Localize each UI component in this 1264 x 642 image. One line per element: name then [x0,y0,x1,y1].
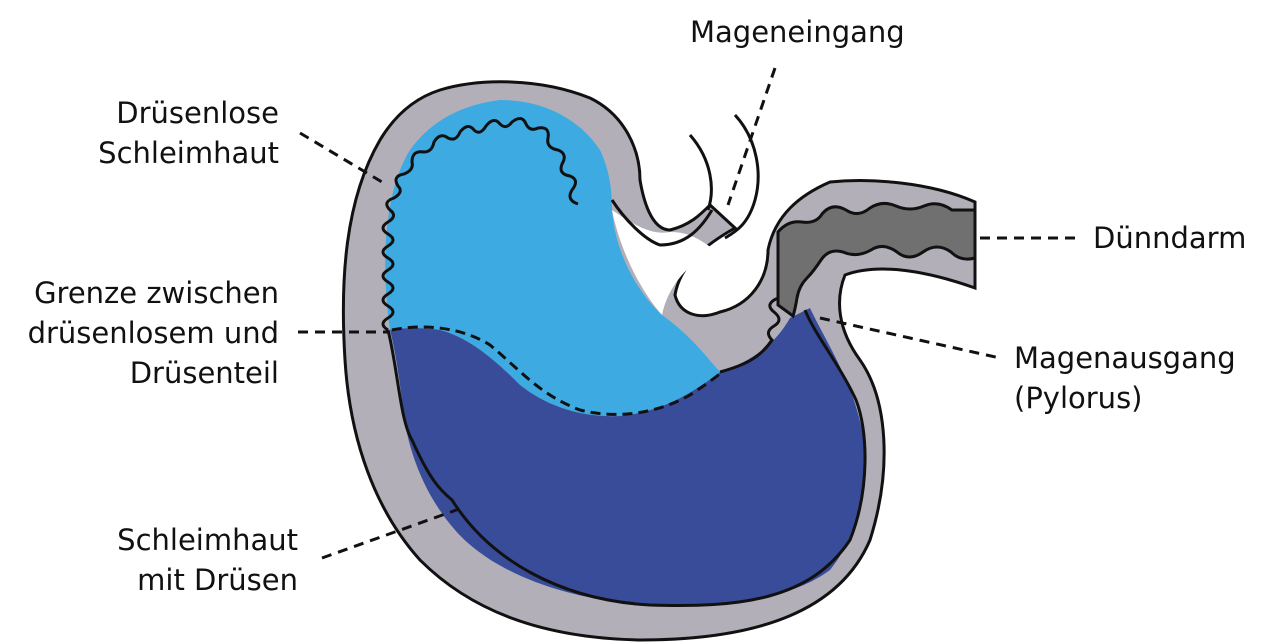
esophagus [688,113,760,240]
glandular-region [390,308,865,606]
label-grenze: Grenze zwischen drüsenlosem und Drüsente… [27,276,279,390]
non-glandular-region [385,100,720,417]
duodenum-lumen [776,201,977,319]
label-duenndarm: Dünndarm [1093,221,1247,255]
pylorus-wall [719,296,785,374]
label-druesenlose-schleimhaut: Drüsenlose Schleimhaut [98,96,279,170]
leader-magenausgang [819,316,1001,360]
leader-mageneingang [726,67,777,206]
glandular-boundary-dashed [391,325,723,416]
lesser-curvature [610,199,714,247]
label-mageneingang: Mageneingang [690,15,905,49]
label-schleimhaut-mit-druesen: Schleimhaut mit Drüsen [117,523,298,597]
mucosal-folds [381,117,579,332]
leader-schleimhaut [321,506,463,560]
lumen-outline [386,309,867,608]
label-magenausgang: Magenausgang (Pylorus) [1014,341,1236,415]
